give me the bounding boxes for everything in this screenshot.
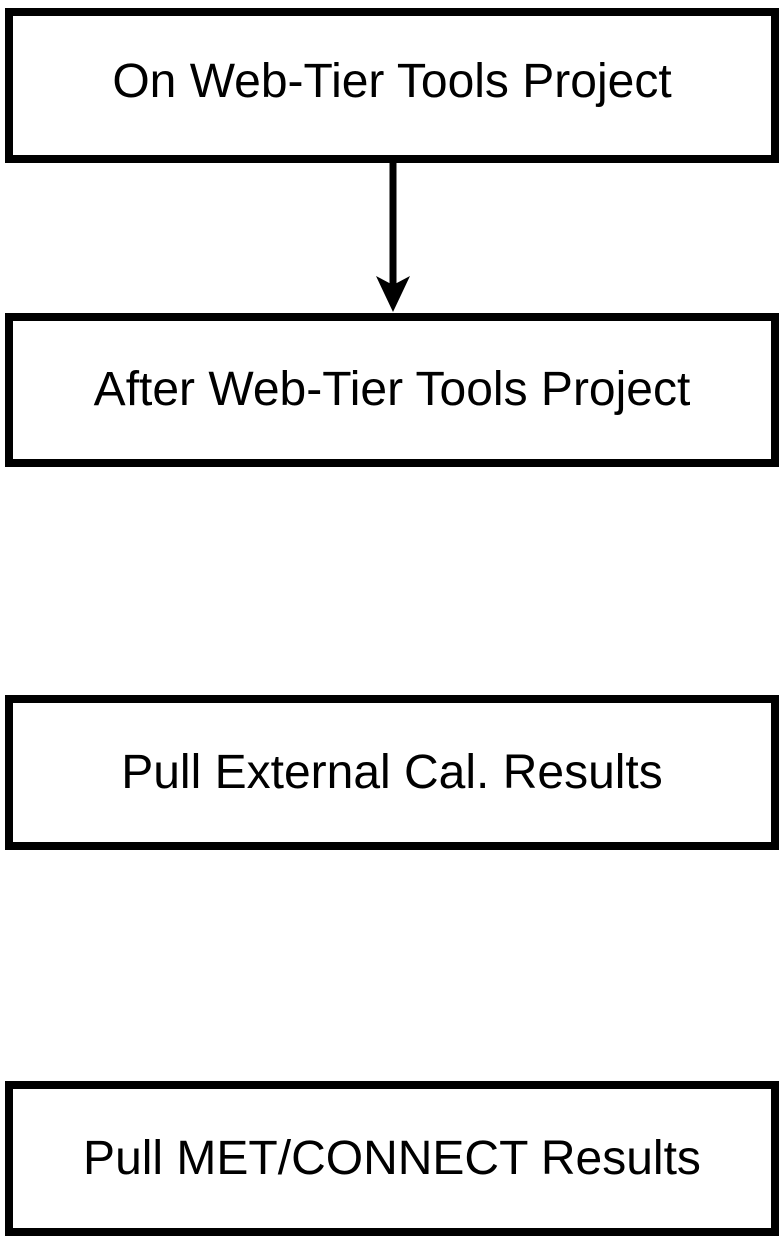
flow-node-label: Pull MET/CONNECT Results (83, 1131, 701, 1185)
flow-node-label: Pull External Cal. Results (121, 745, 663, 799)
flow-node-pull-external-cal-results[interactable]: Pull External Cal. Results (5, 695, 779, 850)
arrow-down-icon (376, 158, 410, 312)
flow-node-on-web-tier[interactable]: On Web-Tier Tools Project (5, 8, 779, 163)
flow-node-label: On Web-Tier Tools Project (112, 54, 672, 108)
flow-node-pull-met-connect-results[interactable]: Pull MET/CONNECT Results (5, 1081, 779, 1236)
flow-node-after-web-tier[interactable]: After Web-Tier Tools Project (5, 313, 779, 467)
flow-node-label: After Web-Tier Tools Project (93, 363, 691, 416)
flow-arrow-on-web-tier-to-after-web-tier (375, 158, 411, 314)
